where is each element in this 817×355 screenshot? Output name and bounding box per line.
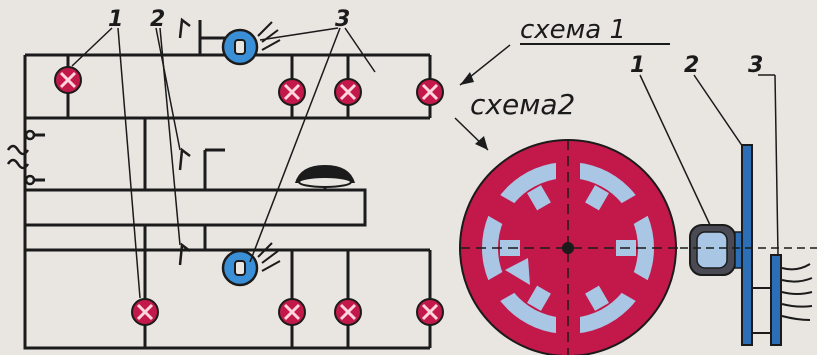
label-2-top: 2 bbox=[150, 7, 165, 32]
lamp-icon bbox=[130, 297, 160, 327]
lamp-icon bbox=[277, 297, 307, 327]
ac-source-icon bbox=[6, 129, 36, 186]
lamp-icon bbox=[53, 65, 83, 95]
bell-icon bbox=[295, 165, 355, 190]
side-view-assembly bbox=[680, 144, 817, 346]
dashed-lines bbox=[365, 53, 415, 350]
photocell-icon bbox=[221, 21, 281, 66]
arrowheads bbox=[460, 72, 488, 150]
label-scheme-2: схема2 bbox=[470, 88, 575, 121]
lamp-icon bbox=[277, 77, 307, 107]
lamp-icon bbox=[333, 297, 363, 327]
photocell-icon bbox=[221, 242, 281, 287]
lamp-icon bbox=[415, 77, 445, 107]
label-scheme-1: схема 1 bbox=[520, 15, 626, 45]
lamp-icon bbox=[415, 297, 445, 327]
label-1-right: 1 bbox=[630, 53, 645, 78]
contacts bbox=[178, 17, 191, 266]
wiring bbox=[23, 20, 432, 350]
label-1-top: 1 bbox=[108, 7, 123, 32]
label-3-right: 3 bbox=[748, 53, 763, 78]
leader-lines bbox=[71, 27, 779, 299]
label-3-top: 3 bbox=[335, 7, 350, 32]
coded-disk bbox=[459, 139, 680, 355]
lamp-icon bbox=[333, 77, 363, 107]
label-2-right: 2 bbox=[684, 53, 699, 78]
